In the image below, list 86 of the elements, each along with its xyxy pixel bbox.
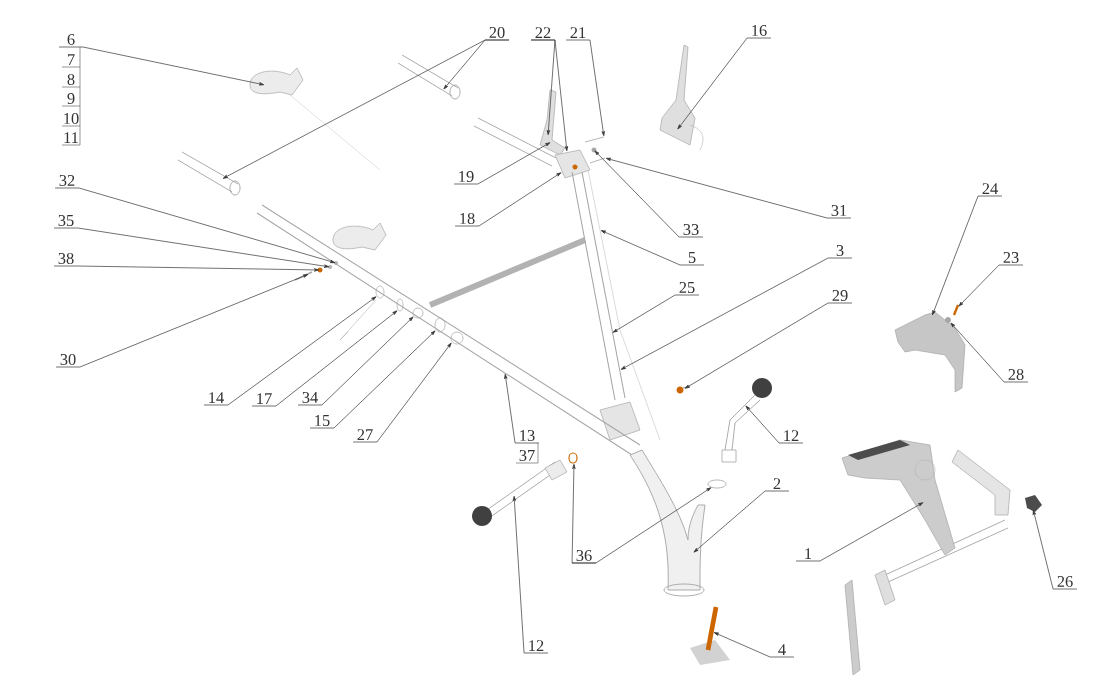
leader-line [297,316,414,406]
callout-number: 29 [832,290,848,301]
leader-line [713,632,795,658]
leader-line [612,294,700,333]
leader-line [795,502,924,562]
leader-line [677,37,772,130]
callout-number: 30 [60,353,76,365]
callout-number: 10 [64,112,79,124]
callout-number: 7 [68,54,75,65]
grip-tube [177,151,241,196]
leader-line [55,274,309,368]
leader-line [620,257,853,370]
leader-line [605,157,852,219]
callout-number: 19 [459,171,474,182]
washer [945,317,951,323]
callout-number: 16 [752,25,767,36]
leader-line [530,39,569,152]
leader-line [203,296,377,406]
callout-number: 36 [576,550,592,561]
callout-number: 8 [67,73,75,85]
leader-line [53,227,330,268]
callout-number: 38 [58,252,74,264]
leader-line [54,187,336,263]
leader-line [950,322,1029,383]
ring [568,452,578,464]
nut [1025,495,1042,512]
leader-line [222,39,510,179]
callout-number: 5 [688,252,696,263]
callout-number: 33 [683,224,699,235]
leader-line [1032,509,1078,590]
callout-number: 2 [773,478,781,489]
leader-line [958,264,1024,307]
leader-line [352,342,452,443]
lever [539,89,566,156]
knob-lever [721,378,772,463]
leader-line [932,195,1003,316]
callout-number: 22 [535,27,551,38]
cable [587,169,661,441]
ring [707,479,727,489]
callout-number: 9 [67,93,75,104]
callout-number: 12 [784,430,799,441]
callout-number: 6 [67,34,75,45]
leader-line [454,172,562,227]
callout-number: 11 [64,132,78,143]
callout-number: 26 [1057,576,1073,587]
clamp-block [554,149,591,179]
handle [249,67,304,96]
callout-number: 1 [805,548,812,559]
leader-line [512,495,549,654]
leader-line [58,46,265,86]
leader-line [571,463,597,564]
bracket [841,439,956,556]
callout-number: 14 [209,392,224,403]
leader-line [309,330,436,429]
lever [659,44,704,151]
callout-number: 31 [831,205,847,216]
callout-number: 28 [1008,368,1024,380]
leader-line [684,302,853,389]
callout-number: 37 [519,450,535,461]
leader-line [453,142,551,185]
callout-number: 24 [982,183,998,194]
pin [584,136,605,143]
callout-number: 4 [778,644,786,655]
callout-number: 20 [489,26,505,38]
grip-tube [397,54,461,100]
callout-number: 32 [59,175,75,186]
leader-line [504,373,540,444]
pin-with-plate [690,606,730,665]
leader-line [745,405,804,444]
callout-number: 21 [570,27,586,38]
leader-line [53,265,320,272]
leader-line [594,150,704,238]
vertical-bar [571,171,626,401]
leader-line [693,490,790,553]
knob-lever [472,459,568,526]
leader-line [251,310,398,407]
callout-number: 25 [679,282,695,293]
callout-number: 23 [1003,252,1019,263]
column-tube [629,449,706,597]
pin [589,157,606,164]
callout-number: 12 [529,640,544,651]
leader-line [600,230,705,266]
callout-number: 3 [836,245,844,256]
leader-line [565,39,605,137]
callout-number: 35 [58,215,74,226]
bracket [894,311,966,393]
